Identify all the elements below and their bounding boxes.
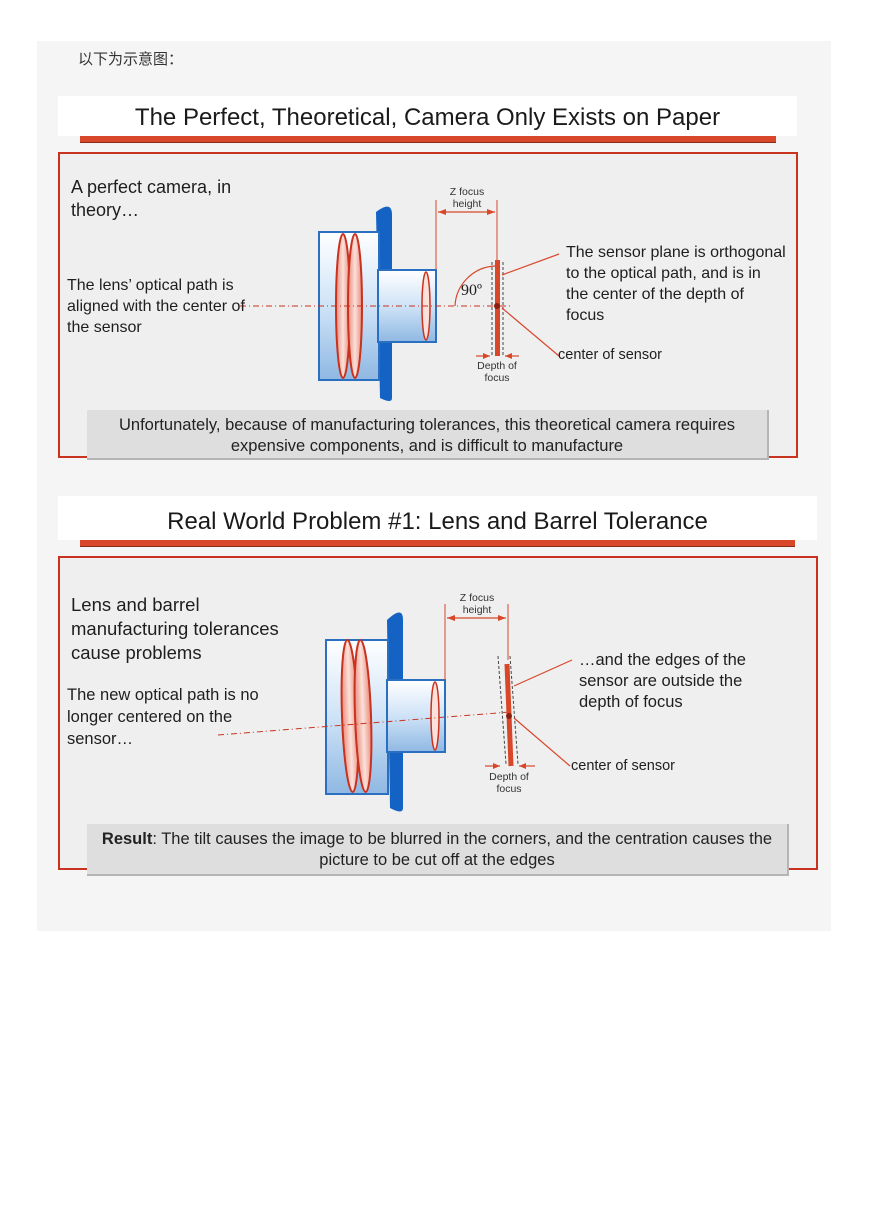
slide2-caption-bold: Result [101, 830, 153, 848]
slide1-title: The Perfect, Theoretical, Camera Only Ex… [134, 104, 721, 131]
sensor-center [494, 303, 500, 309]
slide1-caption: Unfortunately, because of manufacturing … [87, 410, 769, 460]
optical-axis [217, 711, 511, 736]
slide2-caption: Result: The tilt causes the image to be … [87, 824, 789, 876]
slide2-caption-text: : The tilt causes the image to be blurre… [152, 830, 773, 869]
slide2-right-label: …and the edges of the sensor are outside… [579, 651, 746, 711]
slide1-caption-text: Unfortunately, because of manufacturing … [118, 416, 736, 455]
slide1-z-focus-label: Z focus height [449, 186, 485, 210]
slide1-title-bar [80, 136, 776, 143]
slide1-center-label: center of sensor [558, 347, 662, 363]
slide1-heading: A perfect camera, in theory… [71, 177, 232, 220]
lens-element [353, 639, 373, 793]
slide2-center-label: center of sensor [571, 758, 675, 774]
slide1-left-label: The lens’ optical path is aligned with t… [67, 277, 245, 336]
callout-line [501, 253, 560, 276]
slide2-title-bar [80, 540, 795, 547]
callout-line [501, 307, 560, 357]
depth-boundary [497, 655, 507, 765]
callout-line [513, 717, 571, 767]
slide1-diagram [240, 200, 560, 401]
slide1-angle-label: 90º [461, 282, 482, 299]
intro-text: 以下为示意图： [78, 50, 184, 68]
slide1-title-band: The Perfect, Theoretical, Camera Only Ex… [58, 96, 797, 136]
slide1-right-label: The sensor plane is orthogonal to the op… [566, 244, 786, 324]
depth-boundary [509, 655, 519, 765]
slide2-left-label: The new optical path is no longer center… [67, 686, 259, 748]
slide2-diagram [217, 604, 573, 812]
angle-arc [454, 265, 496, 307]
sensor-center [506, 713, 512, 719]
callout-line [513, 659, 573, 687]
slide2-title-band: Real World Problem #1: Lens and Barrel T… [58, 496, 817, 540]
slide2-depth-label: Depth of focus [489, 771, 529, 795]
slide1-depth-label: Depth of focus [477, 360, 517, 384]
slide2-title: Real World Problem #1: Lens and Barrel T… [167, 508, 708, 535]
barrel-lens [430, 681, 440, 751]
slide2-heading: Lens and barrel manufacturing tolerances… [71, 594, 279, 663]
slide2-z-focus-label: Z focus height [459, 592, 495, 616]
